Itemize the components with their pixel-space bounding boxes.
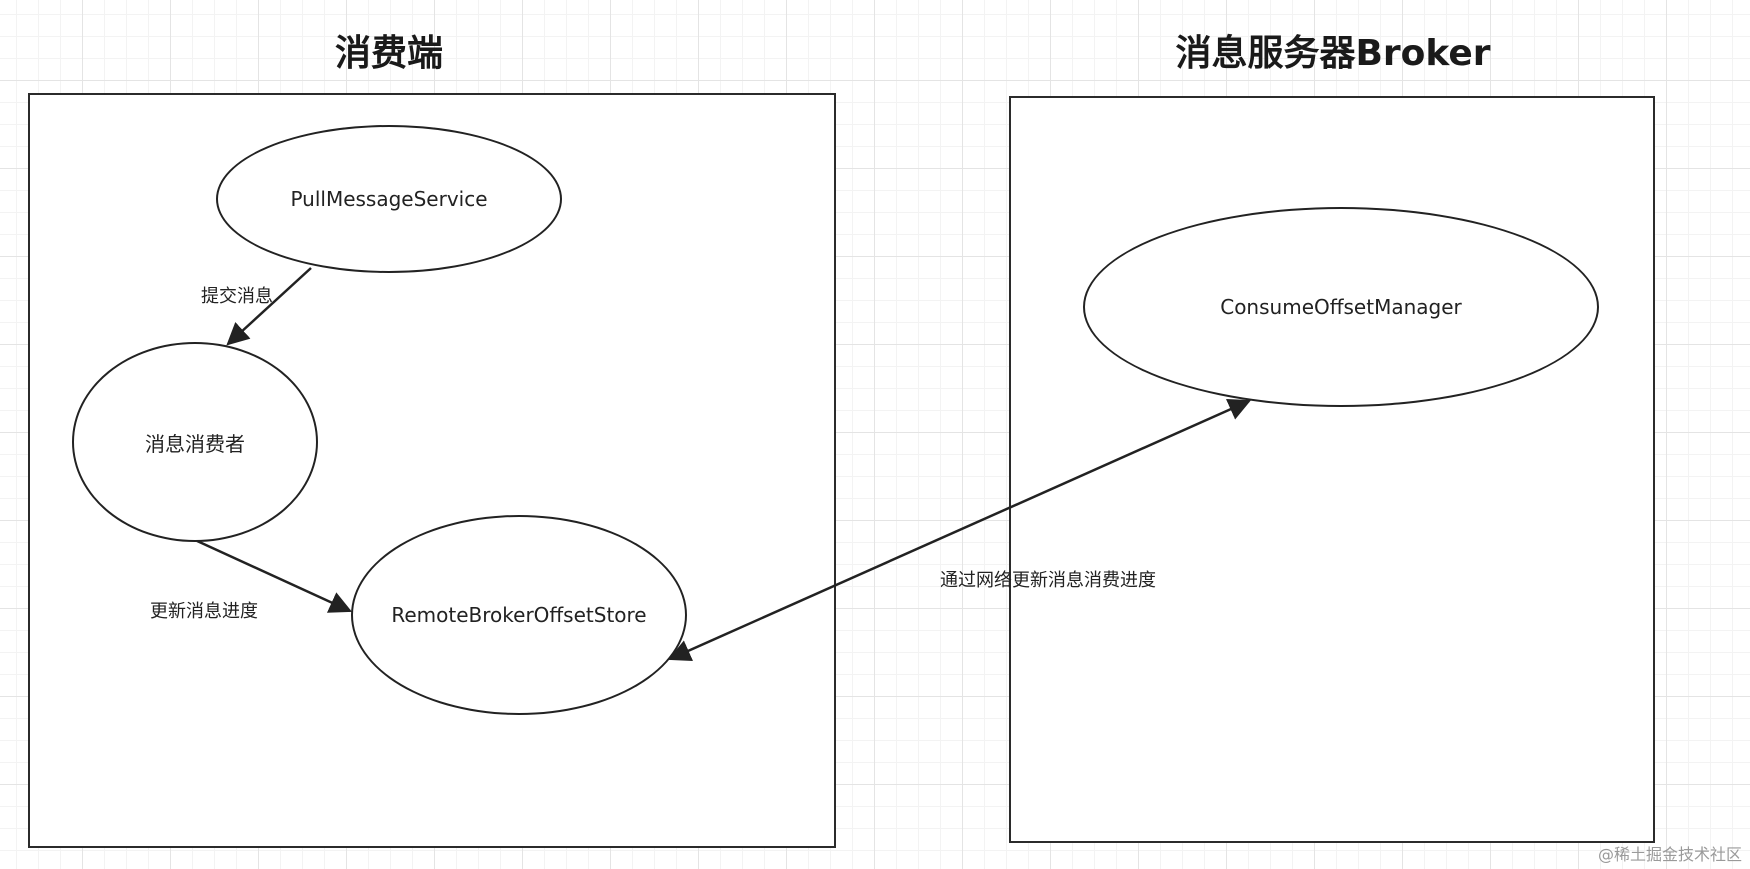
- node-pull-message-service[interactable]: PullMessageService: [216, 125, 562, 273]
- node-consume-offset-manager[interactable]: ConsumeOffsetManager: [1083, 207, 1599, 407]
- node-remote-broker-offset-store[interactable]: RemoteBrokerOffsetStore: [351, 515, 687, 715]
- consumer-title: 消费端: [334, 33, 444, 74]
- label-update-progress: 更新消息进度: [150, 601, 258, 622]
- broker-title: 消息服务器Broker: [1175, 33, 1491, 74]
- watermark: @稀土掘金技术社区: [1597, 845, 1742, 864]
- label-submit-message: 提交消息: [201, 286, 273, 307]
- label-network-update: 通过网络更新消息消费进度: [940, 570, 1156, 591]
- node-message-consumer[interactable]: 消息消费者: [72, 342, 318, 542]
